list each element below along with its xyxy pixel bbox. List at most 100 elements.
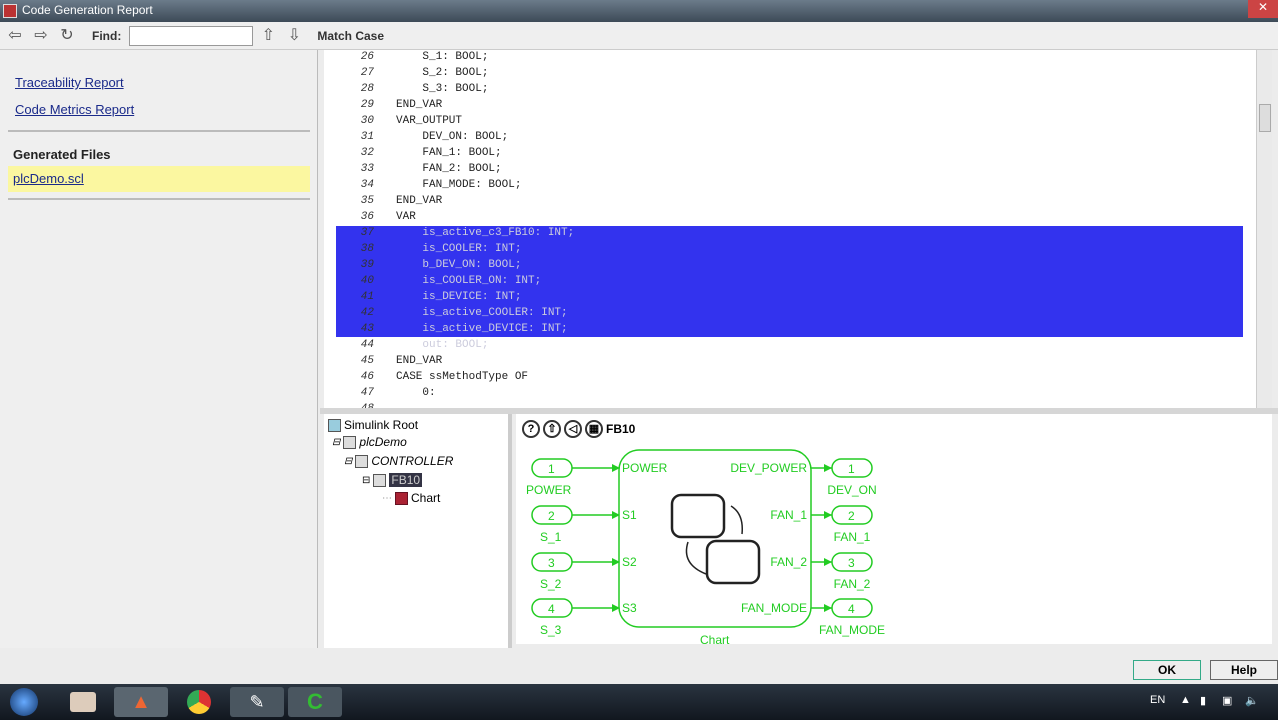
block-name: Chart [700, 633, 730, 644]
help-button[interactable]: Help [1210, 660, 1278, 680]
code-text: is_COOLER: INT; [396, 243, 522, 255]
arrow-head [824, 464, 832, 472]
code-line: 41 is_DEVICE: INT; [324, 291, 522, 307]
help-icon[interactable]: ? [522, 420, 540, 438]
scrollbar-thumb[interactable] [1259, 104, 1271, 132]
taskbar: ▲ ✎ C EN ▲ ▮ ▣ 🔈 [0, 684, 1278, 720]
code-view[interactable]: 26 S_1: BOOL;27 S_2: BOOL;28 S_3: BOOL;2… [324, 50, 1258, 408]
line-number: 42 [360, 307, 374, 319]
inport-number: 1 [548, 462, 555, 476]
port-label: FAN_MODE [741, 601, 807, 615]
transition-arrow [730, 505, 744, 535]
code-text: FAN_2: BOOL; [396, 163, 502, 175]
up-icon[interactable]: ⇧ [543, 420, 561, 438]
port-label: S3 [622, 601, 637, 615]
taskbar-codesys-icon[interactable]: C [288, 687, 342, 717]
code-text: FAN_MODE: BOOL; [396, 179, 522, 191]
back-icon[interactable]: ◁ [564, 420, 582, 438]
code-line: 33 FAN_2: BOOL; [324, 163, 502, 179]
taskbar-explorer-icon[interactable] [56, 687, 110, 717]
outport-number: 4 [848, 602, 855, 616]
code-text: is_COOLER_ON: INT; [396, 275, 542, 287]
code-line: 47 0: [324, 387, 436, 403]
inport-block [531, 458, 573, 478]
inport-label: POWER [526, 483, 572, 497]
line-number: 37 [360, 227, 374, 239]
tree-item-simulink-root[interactable]: Simulink Root [328, 418, 418, 432]
close-button[interactable]: ✕ [1248, 0, 1278, 18]
taskbar-matlab-icon[interactable]: ▲ [114, 687, 168, 717]
app-icon [3, 4, 17, 18]
code-text: VAR_OUTPUT [396, 115, 463, 127]
line-number: 41 [360, 291, 374, 303]
network-icon[interactable]: ▣ [1222, 695, 1233, 707]
inport-block [531, 552, 573, 572]
line-number: 28 [360, 83, 374, 95]
find-input[interactable] [129, 25, 254, 46]
forward-icon[interactable]: ⇨ [34, 26, 48, 44]
state-box [705, 539, 761, 585]
code-metrics-report-link[interactable]: Code Metrics Report [15, 102, 135, 117]
line-number: 31 [360, 131, 374, 143]
tray-expand-icon[interactable]: ▲ [1180, 694, 1191, 706]
tree-item-chart[interactable]: ⋯Chart [382, 491, 441, 505]
code-line: 40 is_COOLER_ON: INT; [324, 275, 541, 291]
port-label: FAN_1 [770, 508, 807, 522]
divider [8, 198, 310, 200]
ok-button[interactable]: OK [1133, 660, 1201, 680]
code-text: CASE ssMethodType OF [396, 371, 529, 383]
taskbar-chrome-icon[interactable] [172, 687, 226, 717]
window-title: Code Generation Report [22, 3, 153, 17]
code-line: 27 S_2: BOOL; [324, 67, 489, 83]
language-indicator[interactable]: EN [1150, 694, 1166, 706]
inport-number: 3 [548, 556, 555, 570]
tree-item-plcdemo[interactable]: ⊟plcDemo [332, 435, 407, 449]
match-case-toggle[interactable]: Match Case [317, 28, 385, 43]
code-text: is_active_c3_FB10: INT; [396, 227, 575, 239]
code-text: END_VAR [396, 99, 443, 111]
port-label: POWER [622, 461, 668, 475]
outport-label: FAN_1 [834, 530, 871, 544]
code-text: b_DEV_ON: BOOL; [396, 259, 522, 271]
start-button[interactable] [0, 687, 48, 717]
line-number: 47 [360, 387, 374, 399]
code-text: S_2: BOOL; [396, 67, 489, 79]
code-line: 31 DEV_ON: BOOL; [324, 131, 508, 147]
code-text: S_3: BOOL; [396, 83, 489, 95]
divider [8, 130, 310, 132]
back-icon[interactable]: ⇦ [8, 26, 22, 44]
model-icon [343, 435, 357, 449]
tree-item-controller[interactable]: ⊟CONTROLLER [344, 454, 454, 468]
volume-icon[interactable]: 🔈 [1245, 695, 1259, 707]
port-label: S2 [622, 555, 637, 569]
line-number: 30 [360, 115, 374, 127]
line-number: 45 [360, 355, 374, 367]
line-number: 35 [360, 195, 374, 207]
code-line: 30 VAR_OUTPUT [324, 115, 462, 131]
taskbar-app-icon[interactable]: ✎ [230, 687, 284, 717]
traceability-report-link[interactable]: Traceability Report [15, 75, 124, 90]
code-text: FAN_1: BOOL; [396, 147, 502, 159]
diagram-header: ? ⇧ ◁ ▦ FB10 [522, 420, 635, 438]
line-number: 46 [360, 371, 374, 383]
find-previous-icon[interactable]: ⇧ [261, 26, 276, 44]
grid-icon[interactable]: ▦ [585, 420, 603, 438]
inport-block [531, 598, 573, 618]
outport-label: DEV_ON [827, 483, 876, 497]
tree-item-fb10[interactable]: ⊟FB10 [362, 473, 423, 487]
refresh-icon[interactable]: ↻ [60, 26, 74, 44]
power-icon[interactable]: ▮ [1200, 695, 1207, 707]
splitter[interactable] [320, 408, 1278, 414]
code-text: out: BOOL; [396, 339, 489, 351]
find-next-icon[interactable]: ⇩ [287, 26, 302, 44]
transition-arrow [685, 541, 707, 575]
generated-file-link[interactable]: plcDemo.scl [8, 166, 310, 192]
code-text: VAR [396, 211, 416, 223]
code-text: is_active_DEVICE: INT; [396, 323, 568, 335]
code-line: 43 is_active_DEVICE: INT; [324, 323, 568, 339]
vertical-scrollbar[interactable] [1256, 50, 1272, 408]
arrow-head [824, 604, 832, 612]
